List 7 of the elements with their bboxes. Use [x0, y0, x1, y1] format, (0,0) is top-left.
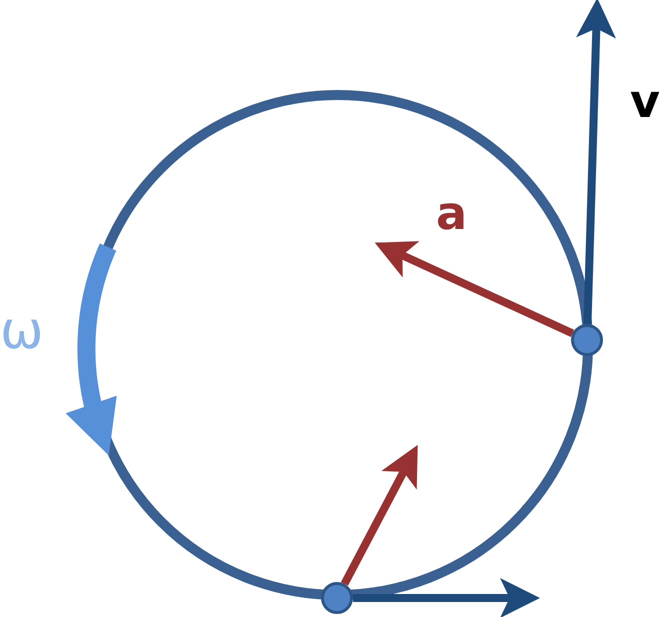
omega-label: ω	[0, 305, 44, 357]
edge-label: a	[436, 190, 468, 236]
point-marker	[321, 582, 353, 614]
arrow	[576, 0, 616, 324]
edge-label: v	[630, 78, 660, 124]
point-marker	[571, 324, 603, 356]
arrow	[353, 578, 540, 617]
